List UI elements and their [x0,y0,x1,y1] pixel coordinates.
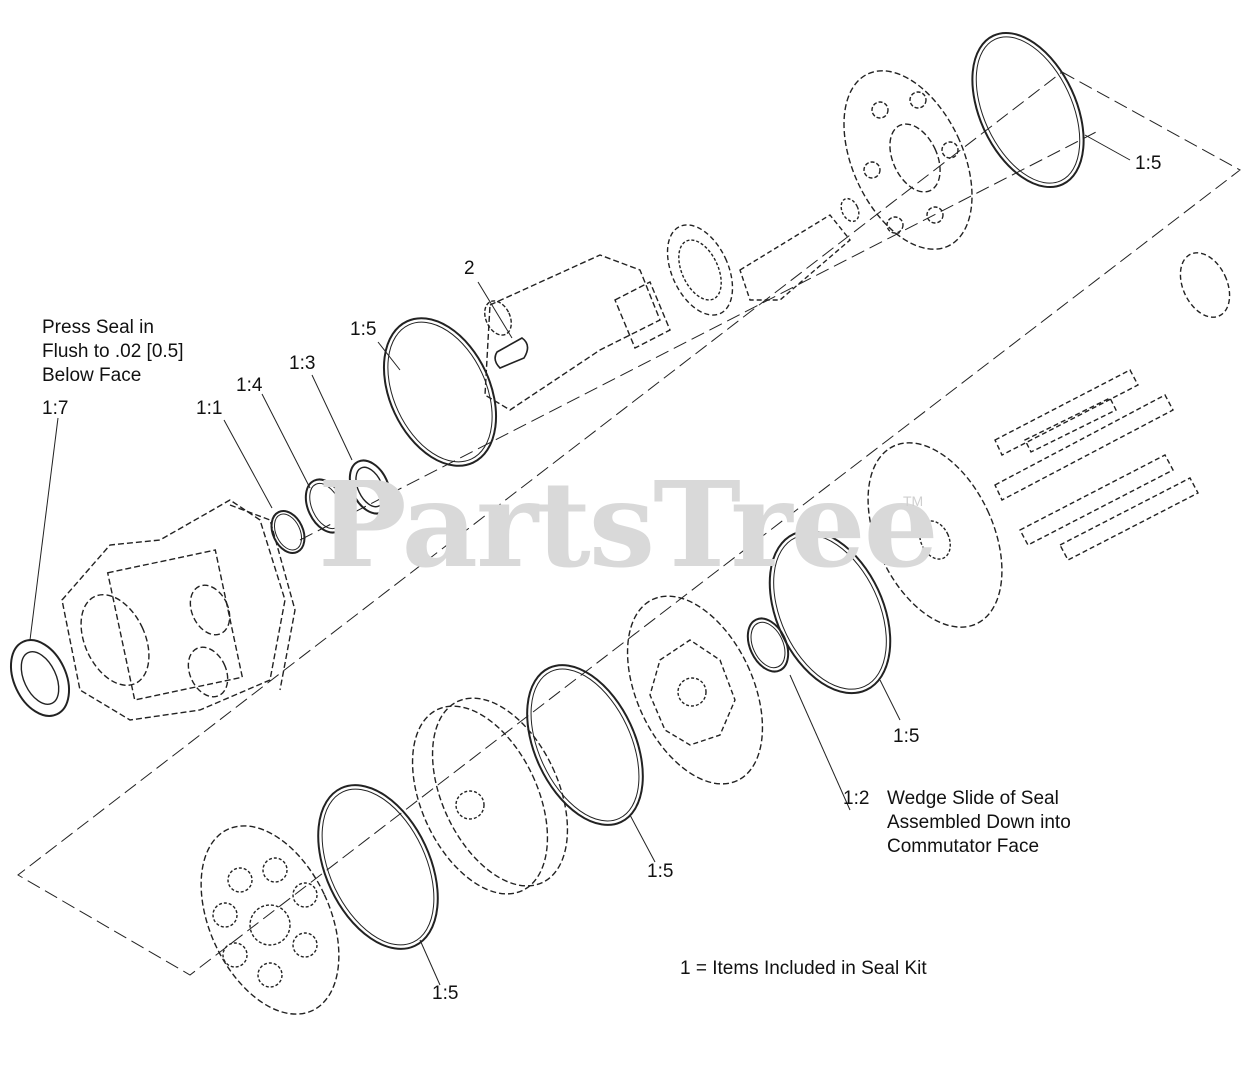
brand-watermark: PartsTree [318,455,939,594]
o-ring-1-5-low [526,664,644,826]
thrust-bearing [666,224,734,316]
callout-1-5-right: 1:5 [893,726,920,747]
wedge-note-line-1: Wedge Slide of Seal [887,788,1059,809]
drive-shaft [484,254,661,411]
seal-1-4 [304,478,348,534]
seal-1-1 [270,510,306,554]
callout-2: 2 [464,258,475,279]
wedge-note-line-3: Commutator Face [887,836,1040,857]
callout-1-1: 1:1 [196,398,223,419]
o-ring-1-5-mid [382,317,498,467]
callout-1-4: 1:4 [236,375,263,396]
callout-1-5-mid: 1:5 [350,319,377,340]
press-seal-note-line-3: Below Face [42,365,142,386]
end-cover-top [843,70,973,250]
o-ring-1-5-bottom [317,784,439,950]
spacer-disk [1179,252,1231,318]
manifold-plate [411,705,549,895]
assembly-outline [17,71,1241,976]
bolt-set [994,369,1199,561]
commutator [626,595,764,785]
key-part-2 [494,337,529,369]
callout-1-3: 1:3 [289,353,316,374]
motor-housing [61,499,296,721]
seal-1-3 [348,459,392,515]
callout-1-5-top: 1:5 [1135,153,1162,174]
gerotor [200,825,340,1015]
seal-kit-legend: 1 = Items Included in Seal Kit [680,958,927,979]
seal-1-2 [746,617,790,673]
press-seal-note-line-1: Press Seal in [42,317,154,338]
press-seal-note-line-2: Flush to .02 [0.5] [42,341,184,362]
callout-1-5-low: 1:5 [647,861,674,882]
trademark-mark: TM [903,493,924,509]
assembly-center-line [299,129,1101,541]
o-ring-top [971,31,1085,189]
callout-1-7: 1:7 [42,398,69,419]
callout-1-2: 1:2 [843,788,870,809]
callout-1-5-bottom: 1:5 [432,983,459,1004]
end-cap-plate [867,442,1003,628]
front-seal-1-7 [9,639,71,717]
splined-coupling [739,214,851,301]
wedge-note-line-2: Assembled Down into [887,812,1071,833]
